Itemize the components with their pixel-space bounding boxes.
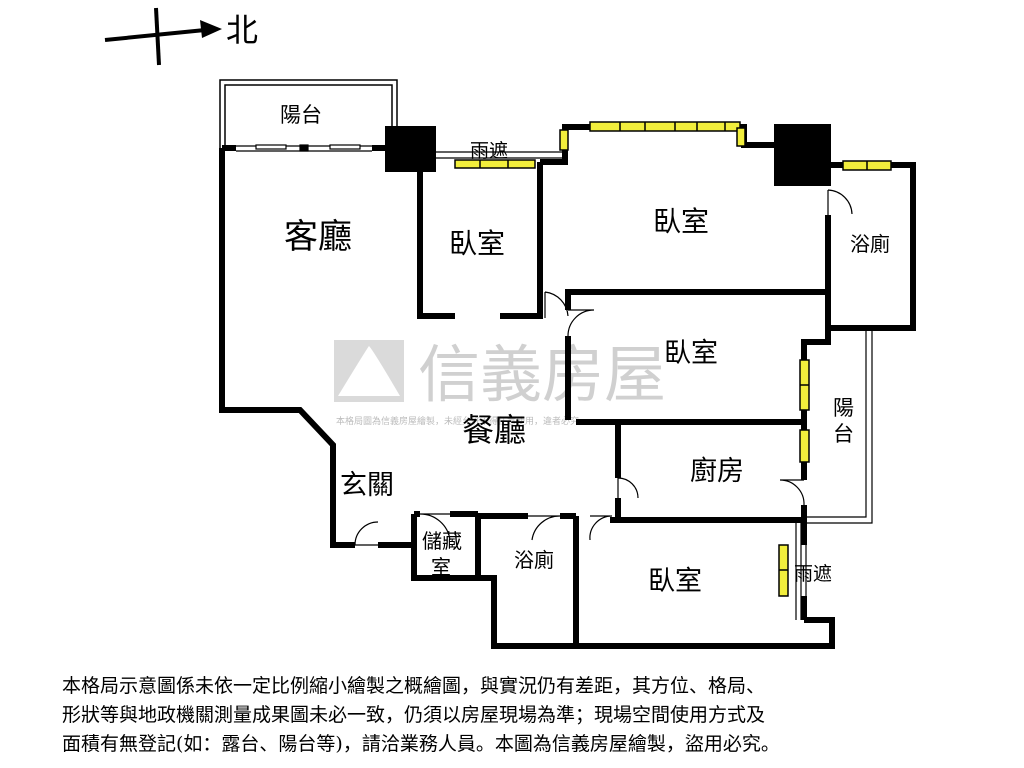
watermark-logo-mark [338, 346, 400, 396]
label-bedroom-small: 臥室 [449, 227, 505, 260]
label-canopy-right: 雨遮 [794, 563, 832, 585]
balcony-top [219, 79, 398, 148]
label-foyer: 玄關 [340, 470, 394, 501]
sliding-door [236, 144, 372, 152]
label-living-room: 客廳 [284, 217, 352, 257]
column-top-right [774, 124, 831, 186]
compass: 北 [104, 7, 258, 66]
disclaimer-line-1: 本格局示意圖係未依一定比例縮小繪製之概繪圖，與實況仍有差距，其方位、格局、 [62, 675, 766, 697]
door-balcony-right [779, 479, 805, 506]
label-dining-room: 餐廳 [462, 411, 526, 449]
watermark-note: 本格局圖為信義房屋繪製，未經允許不得任意使用，違者必究 [336, 415, 579, 427]
compass-arrow-shaft [104, 28, 206, 42]
disclaimer-line-2: 形狀等與地政機關測量成果圖未必一致，仍須以房屋現場為準；現場空間使用方式及 [62, 704, 766, 726]
disclaimer-line-3: 面積有無登記(如：露台、陽台等)，請洽業務人員。本圖為信義房屋繪製，盜用必究。 [62, 733, 780, 755]
door-small-bedroom [544, 291, 569, 318]
label-storage-2: 室 [431, 555, 451, 579]
label-bedroom-lower: 臥室 [648, 566, 702, 597]
door-lower-bath [528, 515, 561, 541]
label-bath-lower: 浴廁 [514, 548, 554, 572]
label-bath-master: 浴廁 [850, 232, 890, 256]
canopy-top [436, 151, 562, 159]
label-kitchen: 廚房 [690, 456, 744, 487]
windows [454, 121, 892, 597]
door-middle-bedroom [567, 309, 595, 337]
watermark-brand: 信義房屋 [418, 338, 666, 411]
label-bedroom-middle: 臥室 [664, 338, 718, 369]
doors [354, 189, 853, 546]
label-balcony-right-2: 台 [833, 422, 854, 446]
label-storage-1: 儲藏 [422, 529, 462, 553]
label-bedroom-master: 臥室 [653, 205, 709, 238]
door-lower-bedroom [589, 515, 613, 541]
compass-cross-line [154, 7, 161, 66]
compass-north-label: 北 [226, 11, 258, 49]
door-master-bath [827, 189, 853, 215]
door-entrance [354, 521, 379, 546]
disclaimer: 本格局示意圖係未依一定比例縮小繪製之概繪圖，與實況仍有差距，其方位、格局、 形狀… [62, 672, 962, 759]
door-kitchen [617, 477, 639, 499]
compass-arrow-icon [200, 20, 222, 38]
watermark: 信義房屋 本格局圖為信義房屋繪製，未經允許不得任意使用，違者必究 [334, 338, 666, 427]
column-top-left [385, 126, 436, 172]
label-balcony-top: 陽台 [280, 103, 322, 127]
label-canopy-top: 雨遮 [470, 140, 508, 162]
door-storage [419, 513, 451, 541]
balcony-right [806, 328, 873, 524]
label-balcony-right-1: 陽 [833, 396, 854, 420]
